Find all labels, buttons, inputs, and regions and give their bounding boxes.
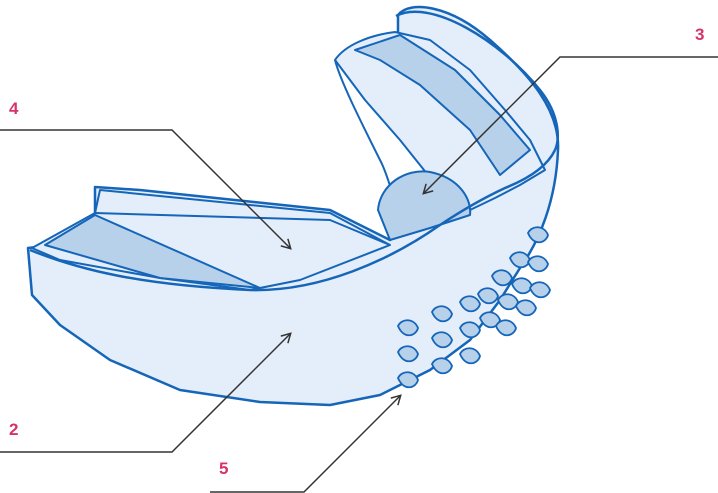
nub (397, 319, 419, 337)
callout-label-5: 5 (219, 459, 229, 478)
callout-label-3: 3 (695, 25, 705, 44)
nub (497, 293, 519, 311)
nub (515, 299, 537, 317)
nub-cluster (397, 226, 551, 389)
leader-line-3 (422, 56, 718, 195)
nub (459, 295, 481, 313)
back-rim (395, 10, 560, 151)
nub (431, 305, 453, 323)
nub (459, 347, 481, 365)
nub (529, 281, 551, 299)
nub (397, 345, 419, 363)
callout-label-2: 2 (9, 420, 19, 439)
nub (527, 255, 549, 273)
nub (397, 371, 419, 389)
front-trough (31, 189, 391, 291)
nub (495, 319, 517, 337)
nub (491, 269, 513, 287)
leader-line-2 (0, 332, 292, 453)
leader-line-4 (0, 129, 292, 250)
nub (511, 277, 533, 295)
leader-lines (0, 56, 718, 493)
nub (527, 226, 549, 244)
nub (479, 311, 501, 329)
nub (459, 321, 481, 339)
back-trough (334, 31, 546, 241)
front-rim (29, 149, 557, 292)
callout-label-4: 4 (9, 99, 19, 118)
leader-line-5 (210, 394, 402, 493)
nub (431, 357, 453, 375)
nub (477, 287, 499, 305)
nub (431, 331, 453, 349)
